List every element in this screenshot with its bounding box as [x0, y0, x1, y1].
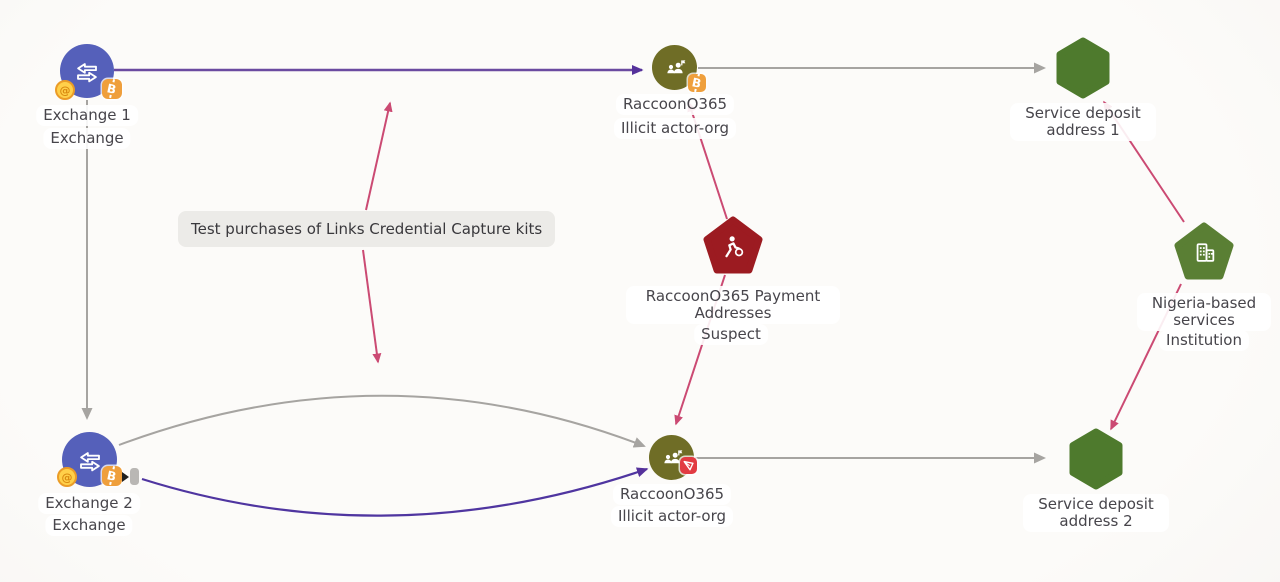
node-type-exchange-1: Exchange — [43, 128, 131, 149]
node-nigeria-based-services[interactable] — [1172, 222, 1236, 282]
node-label-service-deposit-1: Service deposit address 1 — [1010, 103, 1156, 141]
node-type-raccoon365-bottom: Illicit actor-org — [611, 506, 733, 527]
node-type-payment-addresses: Suspect — [694, 324, 768, 345]
node-exchange-1[interactable]: @ B — [55, 44, 122, 100]
node-type-raccoon365-top: Illicit actor-org — [614, 118, 736, 139]
bitcoin-badge-icon: B — [102, 79, 122, 99]
node-raccoon365-top[interactable]: B — [652, 45, 706, 92]
node-raccoon365-bottom[interactable] — [649, 435, 697, 480]
bitcoin-badge-icon: B — [688, 74, 706, 92]
swap-arrows-icon — [79, 451, 100, 471]
node-expand-handle[interactable] — [122, 468, 139, 485]
annotation-arrow-up[interactable] — [365, 101, 393, 211]
coin-badge-icon: @ — [57, 467, 77, 487]
edge-exchange2-to-raccoon365-bottom-purple[interactable] — [141, 467, 649, 517]
coin-badge-icon: @ — [55, 80, 75, 100]
grip-icon — [130, 468, 139, 485]
node-label-raccoon365-top: RaccoonO365 — [615, 94, 735, 115]
running-thief-icon — [725, 236, 744, 258]
node-type-exchange-2: Exchange — [45, 515, 133, 536]
swap-arrows-icon — [77, 63, 97, 83]
node-label-exchange-2: Exchange 2 — [38, 493, 140, 514]
node-raccoon365-payment-addresses[interactable] — [701, 216, 765, 276]
node-label-raccoon365-bottom: RaccoonO365 — [612, 484, 732, 505]
building-icon — [1196, 243, 1215, 262]
people-group-icon — [666, 59, 685, 73]
node-type-nigeria-services: Institution — [1159, 330, 1249, 351]
node-label-service-deposit-2: Service deposit address 2 — [1023, 494, 1169, 532]
edge-exchange2-to-raccoon365-bottom-gray[interactable] — [118, 394, 646, 448]
expand-arrow-icon — [122, 471, 129, 482]
bitcoin-badge-icon: B — [102, 466, 122, 486]
node-service-deposit-address-1[interactable] — [1055, 37, 1111, 99]
annotation-label[interactable]: Test purchases of Links Credential Captu… — [178, 211, 556, 247]
node-label-exchange-1: Exchange 1 — [36, 105, 138, 126]
node-exchange-2[interactable]: @ B — [57, 432, 139, 487]
node-service-deposit-address-2[interactable] — [1068, 428, 1124, 490]
node-label-nigeria-services: Nigeria-based services — [1137, 293, 1271, 331]
annotation-arrow-down[interactable] — [362, 249, 382, 364]
tron-badge-icon — [680, 457, 697, 474]
people-group-icon — [663, 449, 682, 463]
node-label-payment-addresses: RaccoonO365 Payment Addresses — [626, 286, 840, 324]
